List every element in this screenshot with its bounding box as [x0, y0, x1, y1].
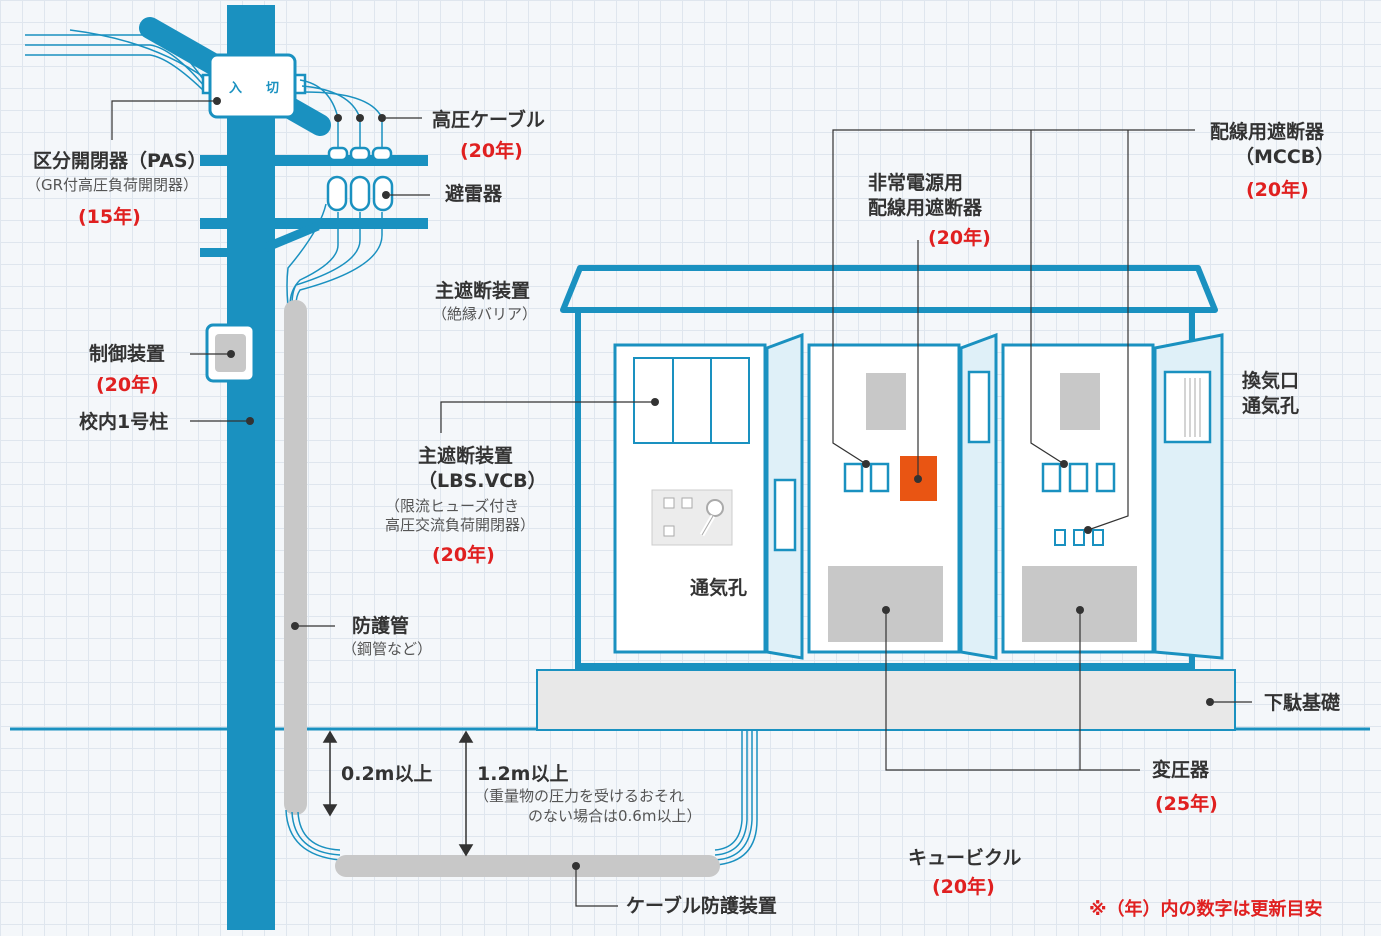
pole-step — [200, 248, 230, 257]
hv-cable-label: 高圧ケーブル — [432, 109, 545, 131]
underground-cables — [285, 730, 758, 866]
mccb-years: (20年) — [1246, 179, 1309, 201]
emergency-mccb-label-2: 配線用遮断器 — [868, 197, 983, 219]
cubicle-label: キュービクル — [908, 847, 1022, 869]
pas-sublabel: （GR付高圧負荷開閉器） — [26, 176, 199, 194]
pas-years: (15年) — [78, 206, 141, 228]
main-breaker-years: (20年) — [432, 544, 495, 566]
depth-12-label: 1.2m以上 — [477, 763, 569, 785]
transformer-years: (25年) — [1155, 793, 1218, 815]
pas-label-off: 切 — [266, 81, 279, 96]
arrester-label: 避雷器 — [445, 183, 503, 205]
depth-arrow-02 — [322, 730, 338, 817]
control-label: 制御装置 — [89, 343, 166, 365]
mccb-label-1: 配線用遮断器 — [1210, 121, 1325, 143]
depth-arrow-12 — [458, 730, 474, 857]
insulators — [327, 146, 393, 162]
main-breaker-label-1: 主遮断装置 — [418, 445, 514, 467]
foundation-label: 下駄基礎 — [1264, 692, 1341, 714]
conduit-label: 防護管 — [352, 615, 410, 637]
main-breaker-top-label: 主遮断装置 — [435, 280, 531, 302]
note-text: ※（年）内の数字は更新目安 — [1089, 899, 1323, 920]
main-breaker-unit — [633, 357, 750, 444]
ventilation-label-2: 通気孔 — [1242, 395, 1300, 417]
pas-label: 区分開閉器（PAS） — [33, 150, 207, 172]
mccb-label-2: （MCCB） — [1235, 146, 1335, 168]
utility-pole — [227, 5, 275, 930]
cubicle-years: (20年) — [932, 876, 995, 898]
cable-protection-label: ケーブル防護装置 — [626, 895, 777, 917]
crossarm-1 — [200, 155, 428, 166]
vent-hole-label: 通気孔 — [690, 577, 748, 599]
leader-lines — [111, 100, 1252, 907]
main-breaker-sub-1: （限流ヒューズ付き — [385, 497, 520, 515]
conduit-sublabel: （鋼管など） — [342, 640, 433, 658]
depth-12-sub-2: のない場合は0.6m以上） — [528, 807, 702, 825]
vent-louver — [1163, 370, 1212, 444]
pas-label-in: 入 — [229, 81, 242, 96]
crossarm-brace — [263, 221, 320, 253]
emergency-mccb-label-1: 非常電源用 — [868, 172, 964, 194]
cable-junction-dots — [334, 114, 386, 122]
hv-cable-years: (20年) — [460, 140, 523, 162]
depth-12-sub-1: （重量物の圧力を受けるおそれ — [474, 787, 685, 805]
cable-protection-pipe — [335, 855, 720, 877]
transformer-label: 変圧器 — [1152, 759, 1210, 781]
depth-02-label: 0.2m以上 — [341, 763, 433, 785]
pas-switch-box — [208, 53, 297, 119]
protective-conduit — [284, 300, 307, 815]
main-breaker-label-2: （LBS.VCB） — [418, 470, 547, 492]
ventilation-label-1: 換気口 — [1242, 370, 1300, 392]
control-years: (20年) — [96, 374, 159, 396]
pole-label: 校内1号柱 — [79, 411, 169, 433]
main-breaker-sub-2: 高圧交流負荷開閉器） — [385, 516, 536, 534]
main-breaker-top-sub: （絶縁バリア） — [432, 305, 538, 323]
cubicle-roof — [560, 265, 1218, 313]
leader-dots — [213, 97, 1214, 870]
emergency-mccb-years: (20年) — [928, 227, 991, 249]
